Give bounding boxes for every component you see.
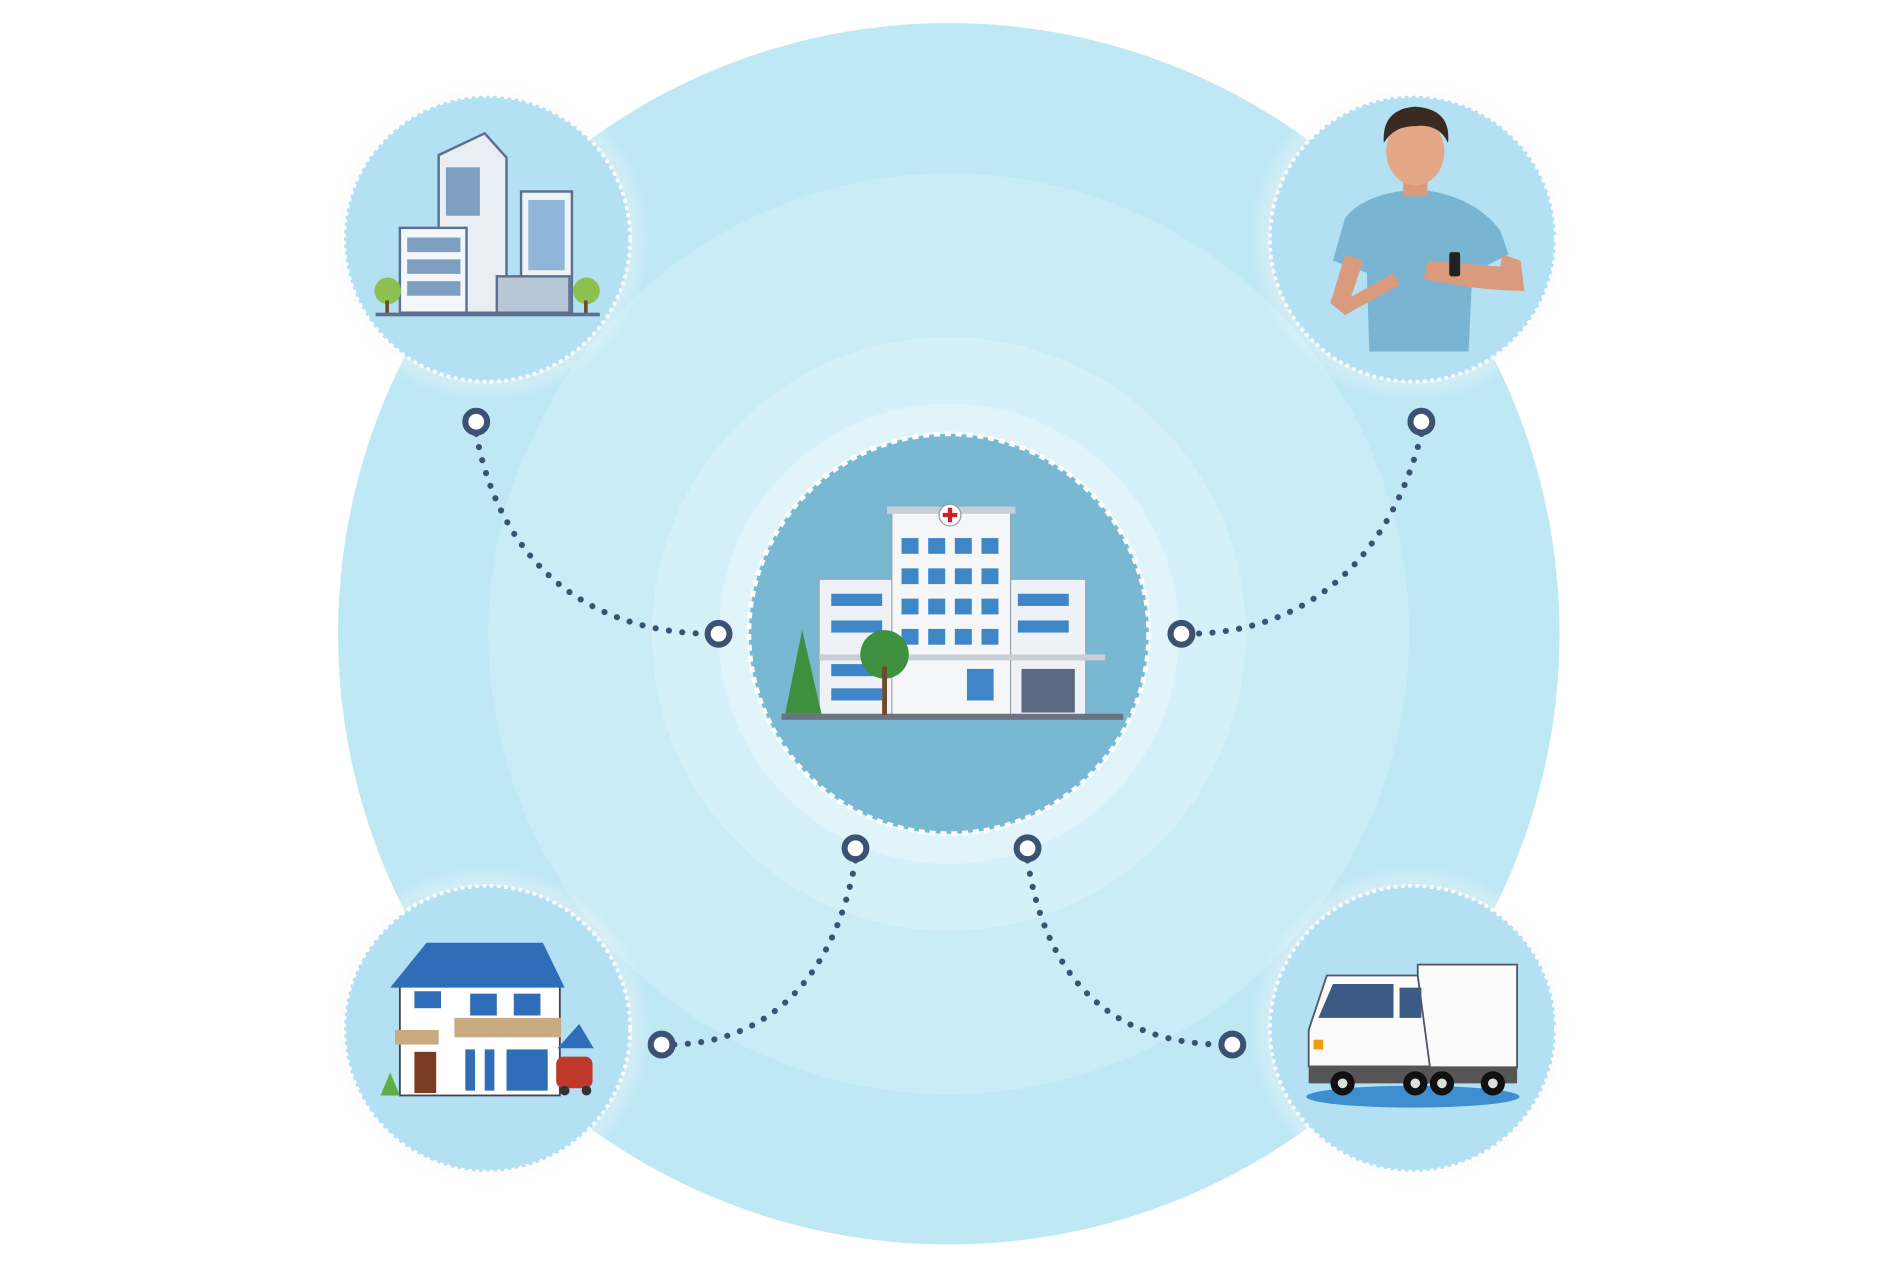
connectors <box>473 430 1425 1048</box>
hospital-icon <box>781 503 1124 720</box>
connector-office <box>473 430 710 637</box>
connector-nodes <box>462 407 1436 1059</box>
node-home[interactable] <box>323 865 651 1193</box>
node-delivery[interactable] <box>1249 865 1577 1193</box>
node-dot <box>1013 834 1042 863</box>
connector-home <box>670 857 859 1048</box>
node-dot <box>704 619 733 648</box>
person-smartwatch-icon <box>1330 106 1525 352</box>
node-dot <box>647 1030 676 1059</box>
node-dot <box>1218 1030 1247 1059</box>
node-patient[interactable] <box>1249 75 1577 403</box>
node-dot <box>1407 407 1436 436</box>
office-building-icon <box>374 131 600 317</box>
connector-delivery <box>1024 857 1224 1048</box>
node-office[interactable] <box>323 75 651 403</box>
house-icon <box>380 942 594 1097</box>
node-dot <box>841 834 870 863</box>
node-dot <box>462 407 491 436</box>
connector-patient <box>1190 430 1425 637</box>
center-hub[interactable] <box>746 431 1152 837</box>
node-dot <box>1167 619 1196 648</box>
truck-icon <box>1306 963 1520 1108</box>
